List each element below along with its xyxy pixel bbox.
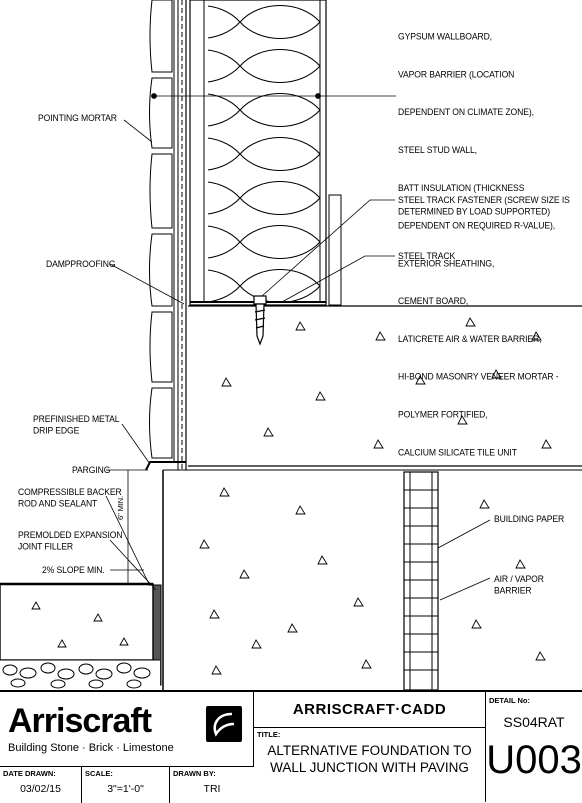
spec-line: DEPENDENT ON REQUIRED R-VALUE), xyxy=(398,220,556,231)
gravel-base xyxy=(0,660,160,690)
info-row: DATE DRAWN: 03/02/15 SCALE: 3"=1'-0" DRA… xyxy=(0,766,254,803)
scale-value: 3"=1'-0" xyxy=(107,783,144,795)
spec-line: POLYMER FORTIFIED, xyxy=(398,409,488,420)
company-cell: ARRISCRAFT·CADD xyxy=(254,692,486,728)
concrete-aggregate xyxy=(31,317,552,675)
label-dimension: 6" MIN. xyxy=(116,495,125,520)
batt-insulation xyxy=(208,0,320,303)
date-label: DATE DRAWN: xyxy=(3,769,56,778)
company-name: ARRISCRAFT·CADD xyxy=(292,701,447,718)
steel-track-fastener xyxy=(253,295,267,346)
spec-line: CEMENT BOARD, xyxy=(398,295,469,307)
logo-mark-icon xyxy=(206,706,242,742)
drawn-cell: DRAWN BY: TRI xyxy=(170,767,254,803)
detail-label: DETAIL No: xyxy=(489,696,530,705)
calcium-silicate-tile-units xyxy=(149,0,173,459)
date-cell: DATE DRAWN: 03/02/15 xyxy=(0,767,82,803)
scale-label: SCALE: xyxy=(85,769,113,778)
label-building-paper: BUILDING PAPER xyxy=(494,513,565,525)
drawing-title: ALTERNATIVE FOUNDATION TO WALL JUNCTION … xyxy=(254,742,485,776)
label-slope: 2% SLOPE MIN. xyxy=(42,564,105,576)
logo-tagline: Building Stone · Brick · Limestone xyxy=(8,742,174,754)
detail-code: SS04RAT xyxy=(503,714,565,730)
spec-line: STEEL STUD WALL, xyxy=(398,144,477,156)
spec-line: CALCIUM SILICATE TILE UNIT xyxy=(398,446,517,458)
title-label: TITLE: xyxy=(257,730,281,739)
drawn-label: DRAWN BY: xyxy=(173,769,216,778)
spec-line: EXTERIOR SHEATHING, xyxy=(398,257,495,269)
spec-line: BATT INSULATION (THICKNESS xyxy=(398,182,525,193)
logo-cell: Arriscraft Building Stone · Brick · Lime… xyxy=(0,692,254,766)
spec-line: LATICRETE AIR & WATER BARRIER, xyxy=(398,333,542,345)
spec-line: HI-BOND MASONRY VENEER MORTAR - xyxy=(398,371,559,382)
title-line-1: ALTERNATIVE FOUNDATION TO xyxy=(267,743,472,758)
spec-line: VAPOR BARRIER (LOCATION xyxy=(398,68,515,80)
title-block: Arriscraft Building Stone · Brick · Lime… xyxy=(0,690,582,803)
label-expansion-joint: PREMOLDED EXPANSION JOINT FILLER xyxy=(18,529,123,552)
spec-line: GYPSUM WALLBOARD, xyxy=(398,31,492,42)
label-drip-edge: PREFINISHED METAL DRIP EDGE xyxy=(33,413,120,436)
detail-cell: DETAIL No: SS04RAT U003 xyxy=(486,692,582,802)
section-drawing xyxy=(0,0,582,691)
paving-slab xyxy=(0,583,154,661)
concrete-slab xyxy=(188,306,582,466)
spec-line: DEPENDENT ON CLIMATE ZONE), xyxy=(398,106,534,118)
leader-lines xyxy=(105,93,491,601)
block-wall xyxy=(403,471,439,691)
title-cell: TITLE: ALTERNATIVE FOUNDATION TO WALL JU… xyxy=(254,728,486,802)
label-air-vapor-barrier: AIR / VAPOR BARRIER xyxy=(494,573,544,596)
label-steel-track-fastener: STEEL TRACK FASTENER (SCREW SIZE IS DETE… xyxy=(398,194,570,217)
scale-cell: SCALE: 3"=1'-0" xyxy=(82,767,170,803)
detail-number: U003 xyxy=(486,738,582,782)
drawn-value: TRI xyxy=(203,783,221,795)
label-backer-rod: COMPRESSIBLE BACKER ROD AND SEALANT xyxy=(18,486,122,509)
foundation-wall xyxy=(163,470,582,690)
date-value: 03/02/15 xyxy=(20,783,61,795)
gravel-stones xyxy=(2,662,151,689)
label-dampproofing: DAMPPROOFING xyxy=(46,258,116,270)
logo-wordmark: Arriscraft xyxy=(8,702,152,740)
gypsum-wallboard xyxy=(328,194,342,306)
label-parging: PARGING xyxy=(72,464,111,476)
wall-assembly-callout: GYPSUM WALLBOARD, VAPOR BARRIER (LOCATIO… xyxy=(398,5,559,471)
label-steel-track: STEEL TRACK xyxy=(398,250,456,262)
title-line-2: WALL JUNCTION WITH PAVING xyxy=(270,760,469,775)
label-pointing-mortar: POINTING MORTAR xyxy=(38,112,117,124)
drip-edge xyxy=(145,461,186,471)
